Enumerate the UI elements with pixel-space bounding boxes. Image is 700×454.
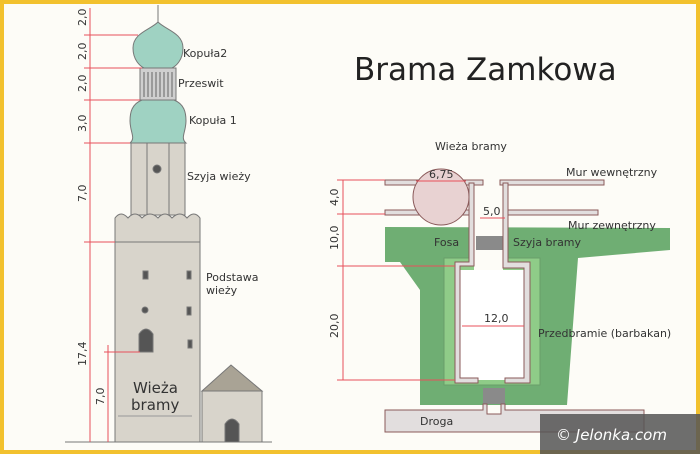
dim-label: 2,0 <box>76 43 89 61</box>
dim-label: 4,0 <box>328 189 341 207</box>
label-wieza-bramy-2: bramy <box>131 396 179 414</box>
dim-label: 12,0 <box>484 312 509 325</box>
tower-neck <box>130 142 186 216</box>
label-kopula2: Kopuła2 <box>183 47 227 60</box>
round-window <box>152 164 162 174</box>
lantern <box>139 67 177 101</box>
dim-label: 17,4 <box>76 342 89 367</box>
watermark: © Jelonka.com <box>556 426 667 444</box>
dim-label: 7,0 <box>76 185 89 203</box>
dim-label: 2,0 <box>76 75 89 93</box>
dome-lower <box>128 99 188 144</box>
label-droga: Droga <box>420 415 453 428</box>
gate-plan <box>337 168 670 433</box>
elevation-dimensions <box>84 8 142 442</box>
barbican-gate-block <box>483 388 505 404</box>
label-wieza-bramy-plan: Wieża bramy <box>435 140 507 153</box>
label-przeswit: Przeswit <box>178 77 224 90</box>
page-title: Brama Zamkowa <box>354 52 617 88</box>
inner-wall <box>499 179 605 186</box>
dim-label: 6,75 <box>429 168 454 181</box>
label-podstawa-2: wieży <box>206 284 238 297</box>
outer-wall <box>502 209 599 216</box>
label-szyja-bramy: Szyja bramy <box>513 236 582 249</box>
label-podstawa: Podstawa <box>206 271 258 284</box>
dim-label: 5,0 <box>483 205 501 218</box>
label-przedbramie: Przedbramie (barbakan) <box>538 327 671 340</box>
label-fosa: Fosa <box>434 236 459 249</box>
tower-base <box>114 213 201 443</box>
dim-label: 7,0 <box>94 388 107 406</box>
label-kopula1: Kopuła 1 <box>189 114 237 127</box>
gate-neck-block <box>476 236 505 250</box>
tower-elevation <box>65 5 272 443</box>
label-mur-zewnetrzny: Mur zewnętrzny <box>568 219 656 232</box>
label-szyja-wiezy: Szyja wieży <box>187 170 251 183</box>
label-wieza-bramy: Wieża <box>133 379 178 397</box>
dome-upper <box>132 21 184 69</box>
dim-label: 2,0 <box>76 9 89 27</box>
dim-label: 10,0 <box>328 226 341 251</box>
dim-label: 3,0 <box>76 115 89 133</box>
dim-label: 20,0 <box>328 314 341 339</box>
watermark-box <box>540 414 700 454</box>
label-mur-wewnetrzny: Mur wewnętrzny <box>566 166 658 179</box>
